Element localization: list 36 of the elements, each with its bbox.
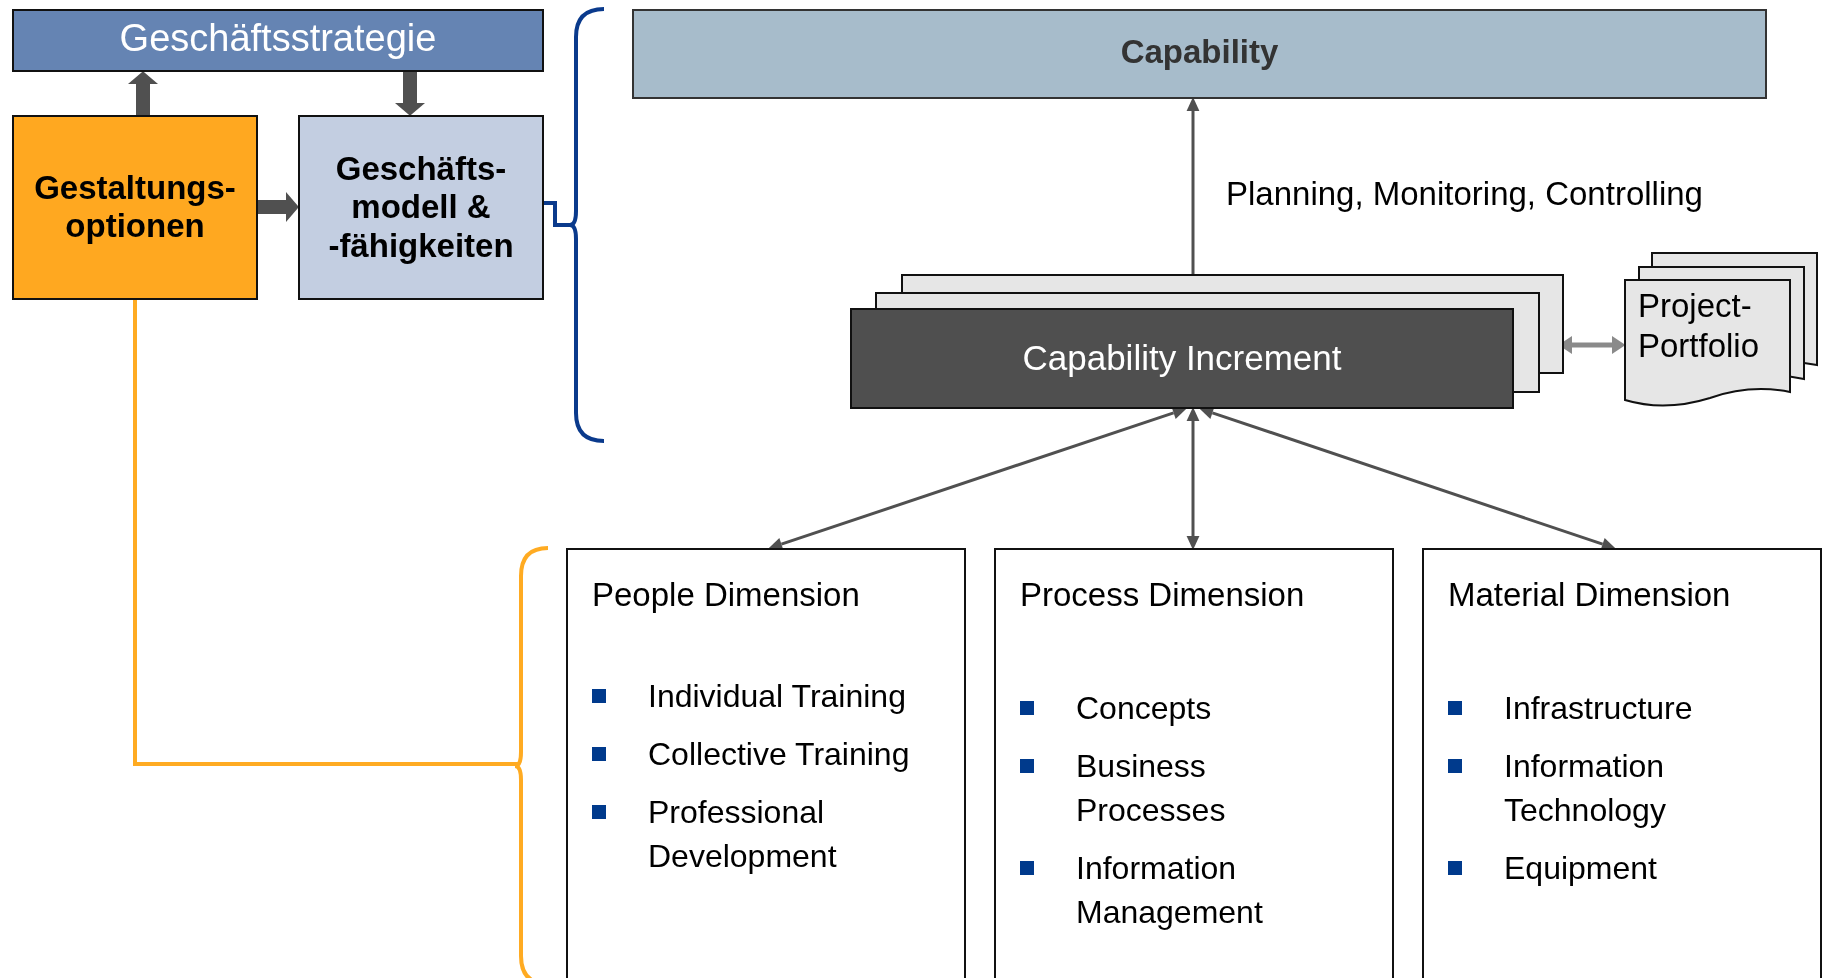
box-title: Geschäfts- modell & -fähigkeiten: [327, 149, 515, 266]
dimension-card: [1422, 548, 1822, 978]
connector-line: [133, 300, 519, 766]
list-item: Collective Training: [648, 735, 911, 774]
card-heading: People Dimension: [592, 576, 860, 614]
option-box: [12, 115, 258, 300]
list-item: Information Technology: [1504, 747, 1667, 830]
dimension-card: [994, 548, 1394, 978]
box-title: Capability: [1119, 33, 1280, 71]
box-title: Geschäftsstrategie: [118, 17, 438, 60]
block-arrow: [128, 71, 158, 115]
card-heading: Process Dimension: [1020, 576, 1305, 614]
list-item: Business Processes: [1076, 747, 1227, 830]
model-box: [298, 115, 544, 300]
block-arrow: [258, 192, 299, 222]
card-heading: Material Dimension: [1448, 576, 1731, 614]
list-item: Information Management: [1076, 849, 1264, 932]
stacked-increment-box: [850, 274, 1564, 409]
block-arrow: [395, 72, 425, 116]
curly-brace: [517, 546, 549, 978]
list-item: Infrastructure: [1504, 689, 1694, 728]
list-item: Professional Development: [648, 793, 838, 876]
strategy-box: [12, 9, 544, 72]
arrow: [1186, 407, 1200, 550]
dimension-card: [566, 548, 966, 978]
box-title: Project- Portfolio: [1638, 286, 1761, 366]
arrow: [1199, 406, 1616, 551]
box-title: Capability Increment: [1021, 338, 1343, 378]
stacked-document: [1624, 252, 1817, 408]
curly-brace: [572, 7, 605, 443]
list-item: Individual Training: [648, 677, 907, 716]
arrow: [768, 406, 1187, 551]
list-item: Equipment: [1504, 849, 1658, 888]
capability-box: [632, 9, 1767, 99]
list-item: Concepts: [1076, 689, 1213, 728]
box-title: Gestaltungs- optionen: [33, 168, 237, 247]
